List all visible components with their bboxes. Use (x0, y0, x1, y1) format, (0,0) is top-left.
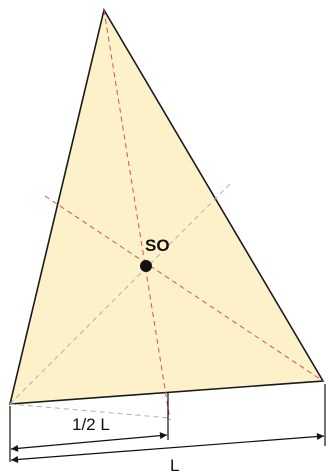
half-length-label: 1/2 L (72, 415, 110, 434)
centroid-label: SO (145, 236, 170, 255)
gray-dashed-line-from-bottom-left (9, 181, 233, 405)
full-length-dimension-line (10, 433, 325, 463)
median-line-from-apex (103, 9, 171, 421)
triangle (8, 7, 325, 405)
centroid-point (140, 260, 152, 272)
half-length-dimension-line (10, 432, 168, 452)
median-line-from-right-vertex (44, 195, 324, 382)
full-length-label: L (170, 456, 179, 474)
